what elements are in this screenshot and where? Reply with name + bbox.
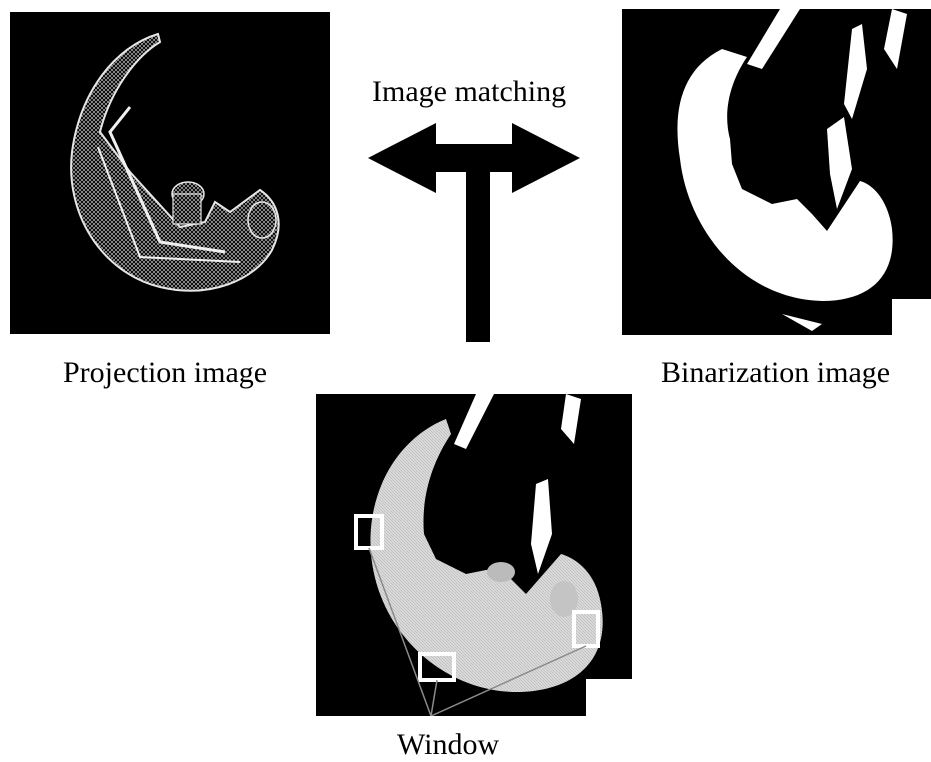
bidirectional-arrow-icon [368,120,580,342]
binarization-image [622,9,931,335]
binarization-image-caption: Binarization image [661,358,890,388]
projection-image-caption: Projection image [63,358,267,388]
image-matching-caption: Image matching [372,77,566,107]
overlay-figure [316,394,632,716]
projection-image [10,12,330,334]
binarized-silhouette-figure [622,9,931,335]
projection-wireframe-figure [10,12,330,334]
window-caption: Window [397,730,499,760]
overlay-image [316,394,632,716]
